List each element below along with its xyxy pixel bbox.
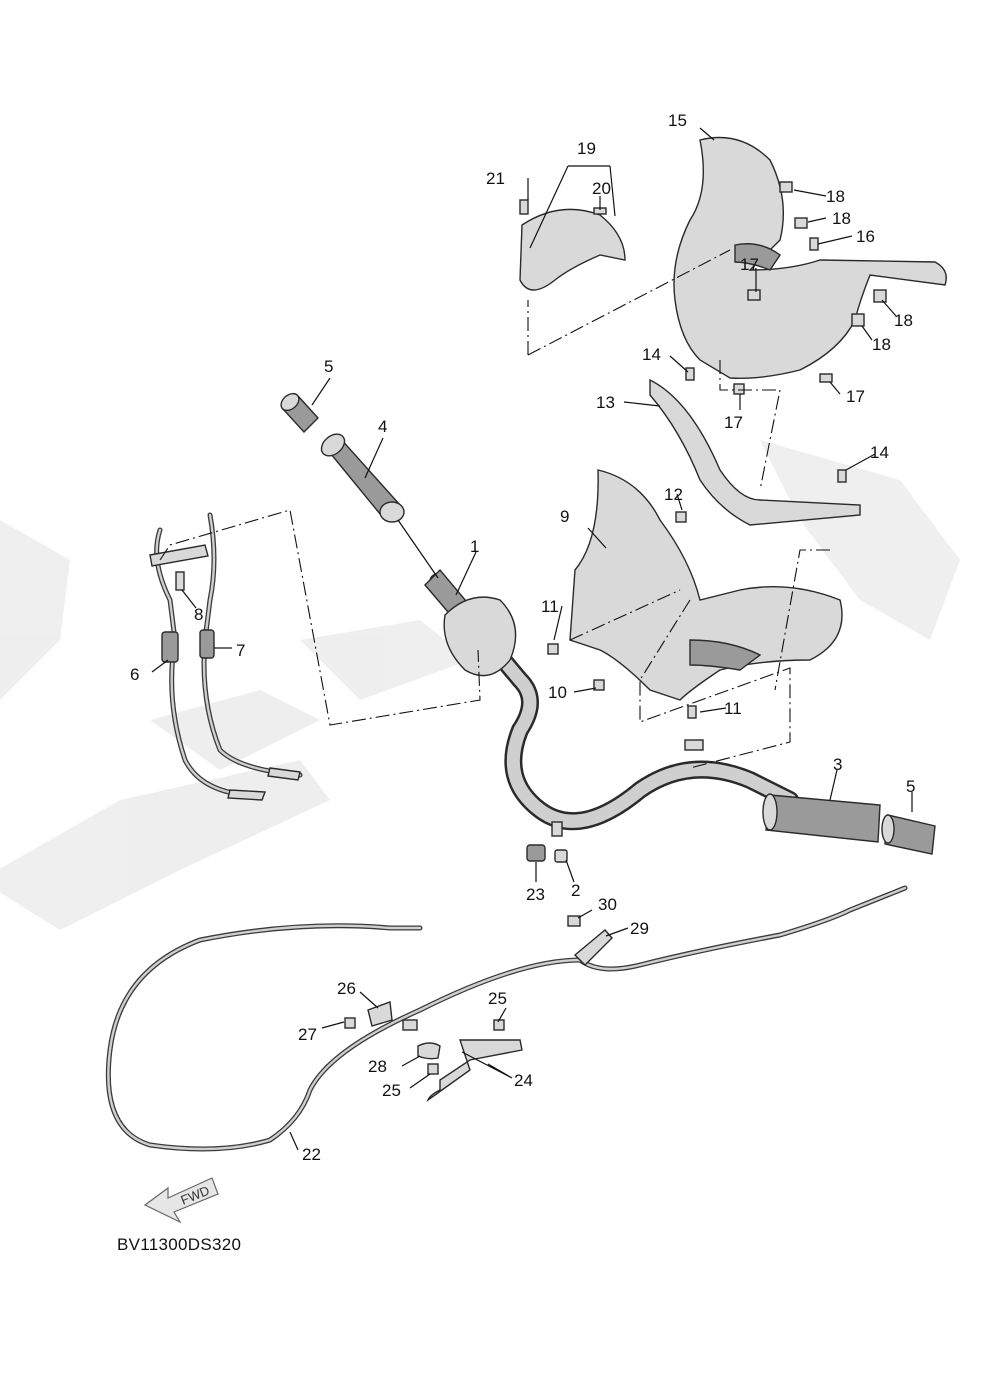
callout-26: 26	[337, 979, 356, 998]
callout-18-d: 18	[872, 335, 891, 354]
callout-18-c: 18	[894, 311, 913, 330]
callout-labels: 1 2 3 4 5 5 6 7 8 9 10 11 11 12 13 14 14…	[130, 111, 915, 1164]
right-grip	[762, 793, 881, 843]
screws	[547, 367, 847, 751]
left-grip	[320, 433, 405, 523]
callout-11-lower: 11	[724, 699, 742, 718]
callout-11-upper: 11	[541, 597, 559, 616]
callout-24: 24	[514, 1071, 533, 1090]
callout-28: 28	[368, 1057, 387, 1076]
callout-12: 12	[664, 485, 683, 504]
callout-22: 22	[302, 1145, 321, 1164]
callout-5-left: 5	[324, 357, 333, 376]
small-fasteners-top	[733, 181, 887, 395]
cover-bracket	[649, 378, 861, 526]
callout-18-b: 18	[832, 209, 851, 228]
reference-lines	[159, 249, 830, 769]
callout-16: 16	[856, 227, 875, 246]
callout-19: 19	[577, 139, 596, 158]
inner-cover	[569, 469, 843, 701]
bar-end-right	[881, 814, 936, 855]
callout-1: 1	[470, 537, 479, 556]
fwd-arrow-icon: FWD	[143, 1177, 219, 1224]
callout-6: 6	[130, 665, 139, 684]
callout-13: 13	[596, 393, 615, 412]
brake-lever-assy	[149, 512, 303, 801]
callout-25-upper: 25	[488, 989, 507, 1008]
callout-3: 3	[833, 755, 842, 774]
callout-21: 21	[486, 169, 505, 188]
callout-4: 4	[378, 417, 387, 436]
callout-20: 20	[592, 179, 611, 198]
cable-clamps	[344, 915, 613, 1102]
callout-17-a: 17	[740, 255, 759, 274]
callout-5-right: 5	[906, 777, 915, 796]
callout-7: 7	[236, 641, 245, 660]
callout-17-c: 17	[846, 387, 865, 406]
callout-17-b: 17	[724, 413, 743, 432]
callout-9: 9	[560, 507, 569, 526]
callout-18-a: 18	[826, 187, 845, 206]
leader-lines	[151, 127, 913, 1151]
callout-30: 30	[598, 895, 617, 914]
callout-8: 8	[194, 605, 203, 624]
clamp-bolts	[526, 821, 568, 863]
diagram-code: BV11300DS320	[117, 1235, 241, 1254]
bar-end-left	[280, 392, 319, 434]
callout-27: 27	[298, 1025, 317, 1044]
callout-14-right: 14	[870, 443, 889, 462]
handlebar	[424, 568, 799, 831]
callout-25-lower: 25	[382, 1081, 401, 1100]
callout-2: 2	[571, 881, 580, 900]
callout-10: 10	[548, 683, 567, 702]
callout-29: 29	[630, 919, 649, 938]
watermark	[0, 440, 960, 930]
throttle-cable	[105, 885, 908, 1152]
callout-23: 23	[526, 885, 545, 904]
meter-cover	[519, 199, 626, 291]
front-cover	[673, 136, 947, 379]
callout-14-upper: 14	[642, 345, 661, 364]
callout-15: 15	[668, 111, 687, 130]
